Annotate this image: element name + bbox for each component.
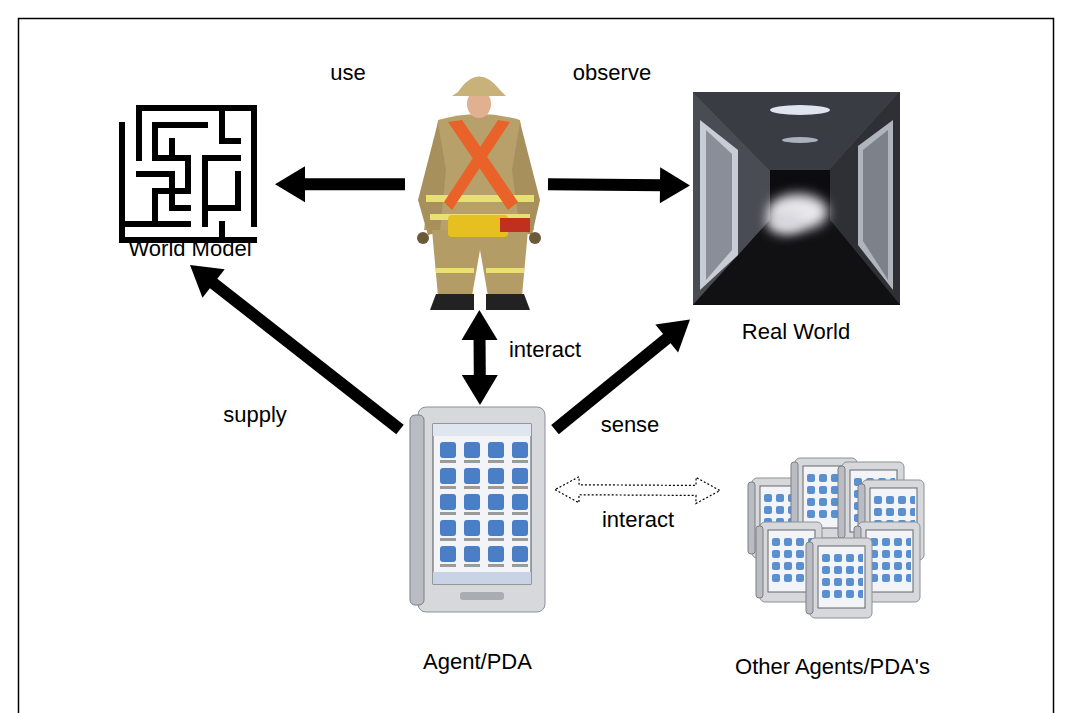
node-label: World Model [128, 236, 251, 261]
edge-label: sense [598, 412, 663, 437]
edge-label: supply [220, 402, 290, 427]
connector-arrow [190, 265, 400, 430]
dotted-arrow [555, 477, 720, 504]
edge-label: use [327, 60, 368, 85]
arrowhead [190, 265, 225, 298]
connector-arrow [548, 167, 690, 203]
other-pda-devices [748, 458, 924, 618]
edge-label: interact [599, 507, 677, 532]
arrowhead [655, 320, 690, 353]
image-node: World Model [105, 148, 275, 265]
maze-picture [122, 108, 254, 240]
arrow-shaft [212, 282, 400, 429]
connector-arrow [462, 310, 498, 405]
edge-label: interact [506, 337, 584, 362]
arrowhead [462, 310, 498, 340]
node-label: Real World [742, 319, 850, 344]
connector-arrow [555, 477, 720, 504]
image-node: Other Agents/PDA's [720, 455, 945, 683]
arrowhead [275, 166, 305, 202]
image-node: Agent/PDA [400, 405, 555, 678]
frame [19, 19, 1054, 713]
connector-arrow [275, 166, 405, 202]
image-node [405, 68, 548, 310]
arrowhead [660, 167, 690, 203]
arrow-shaft [474, 338, 486, 377]
arrow-shaft [303, 178, 405, 190]
corridor-photo [693, 92, 900, 305]
image-node: Real World [690, 90, 902, 348]
firefighter-figure [417, 76, 541, 310]
pda-device [410, 407, 545, 612]
node-label: Other Agents/PDA's [735, 654, 930, 679]
node-label: Agent/PDA [423, 649, 532, 674]
edge-label: observe [570, 60, 654, 85]
arrow-shaft [548, 184, 662, 185]
arrowhead [462, 375, 498, 405]
